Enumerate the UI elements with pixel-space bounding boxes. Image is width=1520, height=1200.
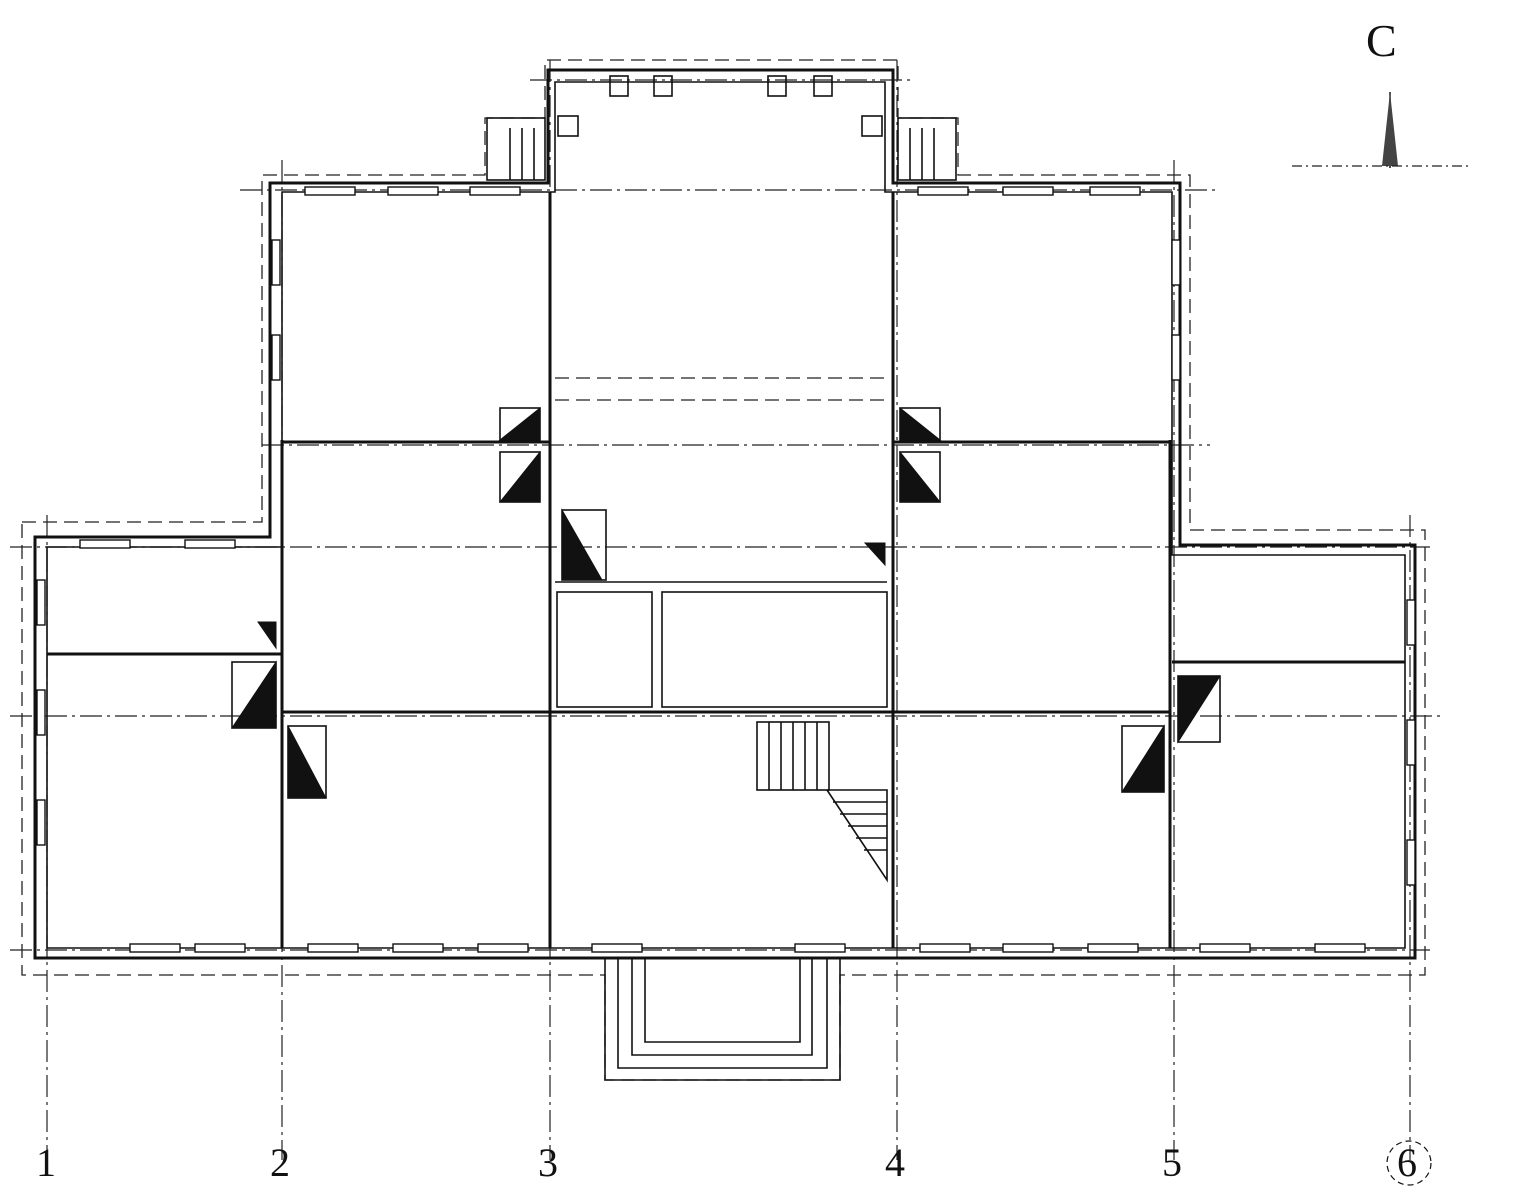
rear-steps xyxy=(486,117,957,181)
interior-walls xyxy=(47,192,1405,948)
exterior-wall-inner xyxy=(46,81,1406,949)
rear-bay-piers xyxy=(557,75,883,137)
windows xyxy=(36,186,1416,953)
axis-label-2: 2 xyxy=(270,1140,290,1185)
front-portico xyxy=(604,958,841,1081)
axis-label-1: 1 xyxy=(36,1140,56,1185)
interior-staircase xyxy=(756,721,888,883)
axis-labels: 1 2 3 4 5 6 xyxy=(36,1140,1432,1186)
stoves xyxy=(231,406,1221,799)
axis-label-6: 6 xyxy=(1397,1140,1417,1185)
exterior-wall xyxy=(33,68,1417,960)
grid-lines xyxy=(10,60,1440,1160)
axis-label-5: 5 xyxy=(1162,1140,1182,1185)
beam-lines xyxy=(555,377,887,401)
north-arrow: C xyxy=(1292,15,1470,168)
north-arrow-icon xyxy=(1382,92,1398,166)
foundation-outline xyxy=(21,59,1426,1081)
north-label: C xyxy=(1366,15,1397,66)
axis-label-4: 4 xyxy=(885,1140,905,1185)
axis-label-3: 3 xyxy=(538,1140,558,1185)
